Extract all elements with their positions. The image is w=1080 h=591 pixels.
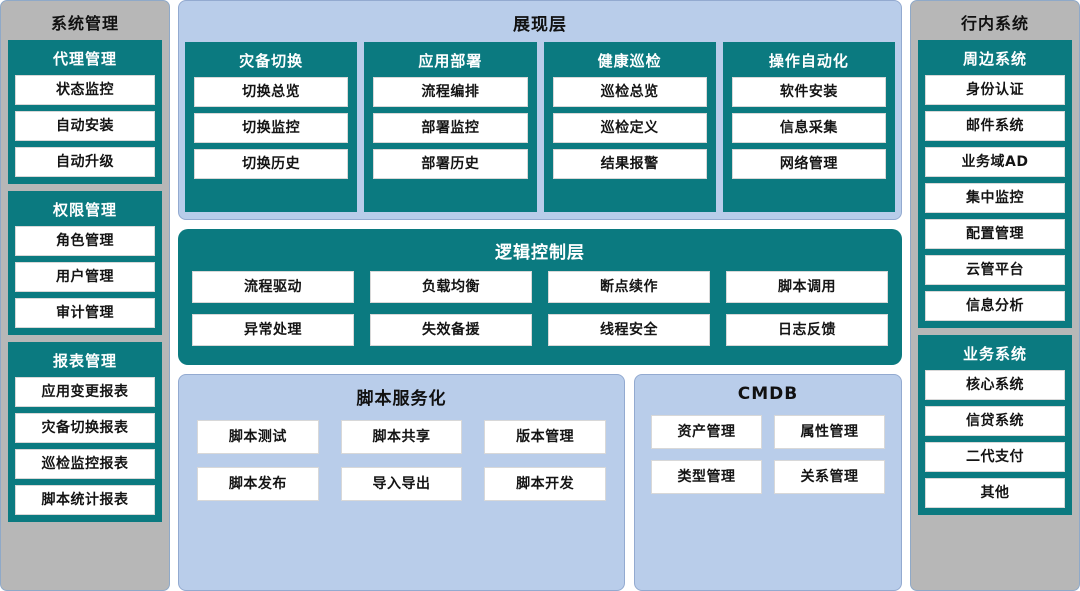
group-business-systems: 业务系统 核心系统 信贷系统 二代支付 其他: [918, 335, 1072, 515]
subpanel-operation-automation: 操作自动化 软件安装 信息采集 网络管理: [722, 42, 895, 212]
logic-layer-title: 逻辑控制层: [495, 243, 585, 263]
cell-config-management[interactable]: 配置管理: [925, 219, 1065, 249]
group-title: 业务系统: [962, 345, 1027, 363]
cell-user-management[interactable]: 用户管理: [15, 262, 155, 292]
cell-thread-safety[interactable]: 线程安全: [548, 314, 710, 346]
cell-process-drive[interactable]: 流程驱动: [192, 271, 354, 303]
cell-log-feedback[interactable]: 日志反馈: [726, 314, 888, 346]
cell-centralized-monitoring[interactable]: 集中监控: [925, 183, 1065, 213]
cell-result-alarm[interactable]: 结果报警: [552, 149, 707, 179]
panel-presentation-layer: 展现层 灾备切换 切换总览 切换监控 切换历史 应用部署 流程编排 部署监控 部…: [178, 0, 902, 220]
panel-script-service: 脚本服务化 脚本测试 脚本共享 版本管理 脚本发布 导入导出 脚本开发: [178, 374, 625, 591]
cell-process-orchestration[interactable]: 流程编排: [373, 77, 528, 107]
panel-cmdb: CMDB 资产管理 属性管理 类型管理 关系管理: [634, 374, 902, 591]
cell-auto-install[interactable]: 自动安装: [15, 111, 155, 141]
cell-attribute-management[interactable]: 属性管理: [774, 415, 885, 449]
subpanel-title: 灾备切换: [239, 52, 304, 70]
cell-script-development[interactable]: 脚本开发: [484, 467, 606, 501]
cell-dr-switch-report[interactable]: 灾备切换报表: [15, 413, 155, 443]
cell-auto-upgrade[interactable]: 自动升级: [15, 147, 155, 177]
logic-layer-grid: 流程驱动 负载均衡 断点续作 脚本调用 异常处理 失效备援 线程安全 日志反馈: [188, 271, 892, 346]
cell-inspection-report[interactable]: 巡检监控报表: [15, 449, 155, 479]
cell-credit-system[interactable]: 信贷系统: [925, 406, 1065, 436]
cell-asset-management[interactable]: 资产管理: [651, 415, 762, 449]
cell-import-export[interactable]: 导入导出: [340, 467, 463, 501]
cell-second-gen-payment[interactable]: 二代支付: [925, 442, 1065, 472]
cell-role-management[interactable]: 角色管理: [15, 226, 155, 256]
left-column-title: 系统管理: [50, 14, 119, 33]
cell-breakpoint-resume[interactable]: 断点续作: [548, 271, 710, 303]
group-title: 代理管理: [52, 50, 117, 68]
presentation-layer-title: 展现层: [513, 15, 567, 35]
cell-deployment-monitoring[interactable]: 部署监控: [373, 113, 528, 143]
cell-info-analysis[interactable]: 信息分析: [925, 291, 1065, 321]
cell-software-install[interactable]: 软件安装: [731, 77, 886, 107]
center-stack: 展现层 灾备切换 切换总览 切换监控 切换历史 应用部署 流程编排 部署监控 部…: [178, 0, 902, 591]
cell-script-share[interactable]: 脚本共享: [340, 420, 463, 454]
group-agent-management: 代理管理 状态监控 自动安装 自动升级: [8, 40, 162, 184]
subpanel-title: 健康巡检: [597, 52, 662, 70]
cell-version-management[interactable]: 版本管理: [484, 420, 606, 454]
script-service-grid: 脚本测试 脚本共享 版本管理 脚本发布 导入导出 脚本开发: [183, 416, 620, 501]
cell-cloud-platform[interactable]: 云管平台: [925, 255, 1065, 285]
cell-exception-handling[interactable]: 异常处理: [192, 314, 354, 346]
panel-logic-control-layer: 逻辑控制层 流程驱动 负载均衡 断点续作 脚本调用 异常处理 失效备援 线程安全…: [178, 229, 902, 365]
subpanel-application-deployment: 应用部署 流程编排 部署监控 部署历史: [364, 42, 537, 212]
right-column-title: 行内系统: [960, 14, 1029, 33]
group-title: 周边系统: [962, 50, 1027, 68]
cell-failover-backup[interactable]: 失效备援: [370, 314, 532, 346]
group-title: 权限管理: [52, 201, 117, 219]
cell-script-invocation[interactable]: 脚本调用: [726, 271, 888, 303]
cell-info-collection[interactable]: 信息采集: [731, 113, 886, 143]
subpanel-title: 操作自动化: [768, 52, 849, 70]
cell-deployment-history[interactable]: 部署历史: [373, 149, 528, 179]
group-report-management: 报表管理 应用变更报表 灾备切换报表 巡检监控报表 脚本统计报表: [8, 342, 162, 522]
left-column-system-management: 系统管理 代理管理 状态监控 自动安装 自动升级 权限管理 角色管理 用户管理 …: [0, 0, 170, 591]
cmdb-title: CMDB: [737, 384, 799, 404]
cell-identity-auth[interactable]: 身份认证: [925, 75, 1065, 105]
group-peripheral-systems: 周边系统 身份认证 邮件系统 业务域AD 集中监控 配置管理 云管平台 信息分析: [918, 40, 1072, 328]
group-title: 报表管理: [52, 352, 117, 370]
cell-business-domain-ad[interactable]: 业务域AD: [925, 147, 1065, 177]
group-permission-management: 权限管理 角色管理 用户管理 审计管理: [8, 191, 162, 335]
cell-other[interactable]: 其他: [925, 478, 1065, 508]
subpanel-disaster-recovery-switch: 灾备切换 切换总览 切换监控 切换历史: [185, 42, 358, 212]
bottom-row: 脚本服务化 脚本测试 脚本共享 版本管理 脚本发布 导入导出 脚本开发 CMDB…: [178, 374, 902, 591]
cell-load-balance[interactable]: 负载均衡: [370, 271, 532, 303]
cell-mail-system[interactable]: 邮件系统: [925, 111, 1065, 141]
cell-switch-overview[interactable]: 切换总览: [194, 77, 349, 107]
subpanel-title: 应用部署: [418, 52, 483, 70]
cell-inspection-overview[interactable]: 巡检总览: [552, 77, 707, 107]
cell-audit-management[interactable]: 审计管理: [15, 298, 155, 328]
cell-relation-management[interactable]: 关系管理: [774, 460, 885, 494]
cell-status-monitoring[interactable]: 状态监控: [15, 75, 155, 105]
script-service-title: 脚本服务化: [356, 389, 447, 409]
cmdb-grid: 资产管理 属性管理 类型管理 关系管理: [639, 411, 897, 494]
cell-switch-monitoring[interactable]: 切换监控: [194, 113, 349, 143]
cell-core-system[interactable]: 核心系统: [925, 370, 1065, 400]
cell-switch-history[interactable]: 切换历史: [194, 149, 349, 179]
cell-network-management[interactable]: 网络管理: [731, 149, 886, 179]
presentation-subpanels: 灾备切换 切换总览 切换监控 切换历史 应用部署 流程编排 部署监控 部署历史 …: [183, 42, 897, 215]
cell-type-management[interactable]: 类型管理: [651, 460, 762, 494]
right-column-internal-systems: 行内系统 周边系统 身份认证 邮件系统 业务域AD 集中监控 配置管理 云管平台…: [910, 0, 1080, 591]
cell-app-change-report[interactable]: 应用变更报表: [15, 377, 155, 407]
cell-script-publish[interactable]: 脚本发布: [197, 467, 319, 501]
cell-script-test[interactable]: 脚本测试: [197, 420, 319, 454]
cell-inspection-definition[interactable]: 巡检定义: [552, 113, 707, 143]
cell-script-stats-report[interactable]: 脚本统计报表: [15, 485, 155, 515]
subpanel-health-inspection: 健康巡检 巡检总览 巡检定义 结果报警: [543, 42, 716, 212]
